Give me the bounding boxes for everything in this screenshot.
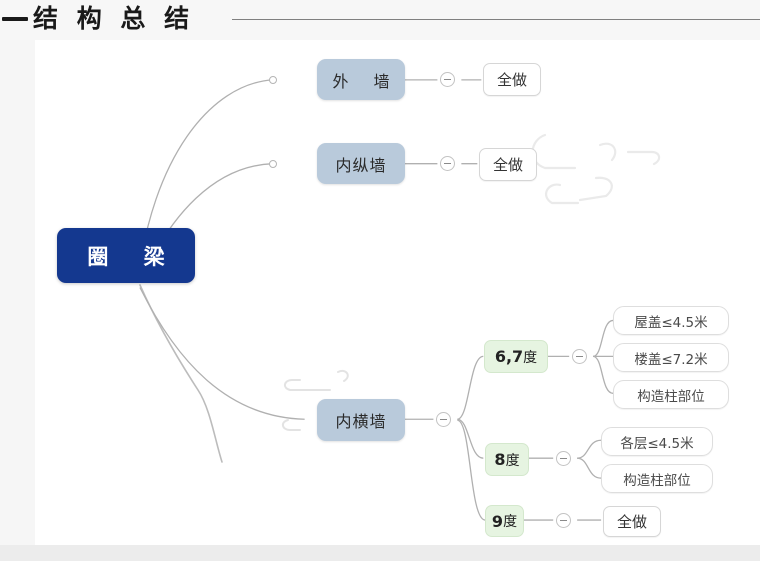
collapse-toggle-branch-1[interactable] [440, 72, 455, 87]
leaf-node-degree-9-all[interactable]: 全做 [603, 506, 661, 537]
degree-unit-6-7: 度 [523, 349, 538, 366]
leaf-node-each-floor-4-5m[interactable]: 各层≤4.5米 [601, 427, 713, 456]
canvas-left-gutter [0, 40, 35, 545]
branch-node-interior-transverse-wall[interactable]: 内横墙 [317, 399, 405, 441]
leaf-node-structural-column-position-1[interactable]: 构造柱部位 [613, 380, 729, 409]
collapse-toggle-branch-3[interactable] [436, 412, 451, 427]
collapse-toggle-degree-9[interactable] [556, 513, 571, 528]
leaf-node-branch-2-all[interactable]: 全做 [479, 148, 537, 181]
header-bar: 结 构 总 结 [0, 0, 760, 40]
collapse-toggle-degree-8[interactable] [556, 451, 571, 466]
page-title: 结 构 总 结 [33, 4, 195, 33]
branch-node-interior-longitudinal-wall[interactable]: 内纵墙 [317, 143, 405, 184]
header-divider [232, 19, 760, 20]
degree-value-9: 9 [491, 511, 504, 531]
degree-value-6-7: 6,7 [494, 347, 524, 366]
canvas-bottom-gutter [0, 545, 760, 561]
degree-unit-8: 度 [505, 452, 520, 469]
degree-unit-9: 度 [503, 514, 518, 530]
collapse-toggle-branch-2[interactable] [440, 156, 455, 171]
leaf-node-branch-1-all[interactable]: 全做 [483, 63, 541, 96]
leaf-node-floor-7-2m[interactable]: 楼盖≤7.2米 [613, 343, 729, 372]
leaf-node-roof-4-5m[interactable]: 屋盖≤4.5米 [613, 306, 729, 335]
branch-dot-1 [269, 76, 277, 84]
dash-icon [2, 17, 28, 21]
collapse-toggle-degree-6-7[interactable] [572, 349, 587, 364]
branch-node-exterior-wall[interactable]: 外 墙 [317, 59, 405, 100]
leaf-node-structural-column-position-2[interactable]: 构造柱部位 [601, 464, 713, 493]
root-node[interactable]: 圈 梁 [57, 228, 195, 283]
branch-dot-2 [269, 160, 277, 168]
degree-value-8: 8 [494, 450, 506, 469]
